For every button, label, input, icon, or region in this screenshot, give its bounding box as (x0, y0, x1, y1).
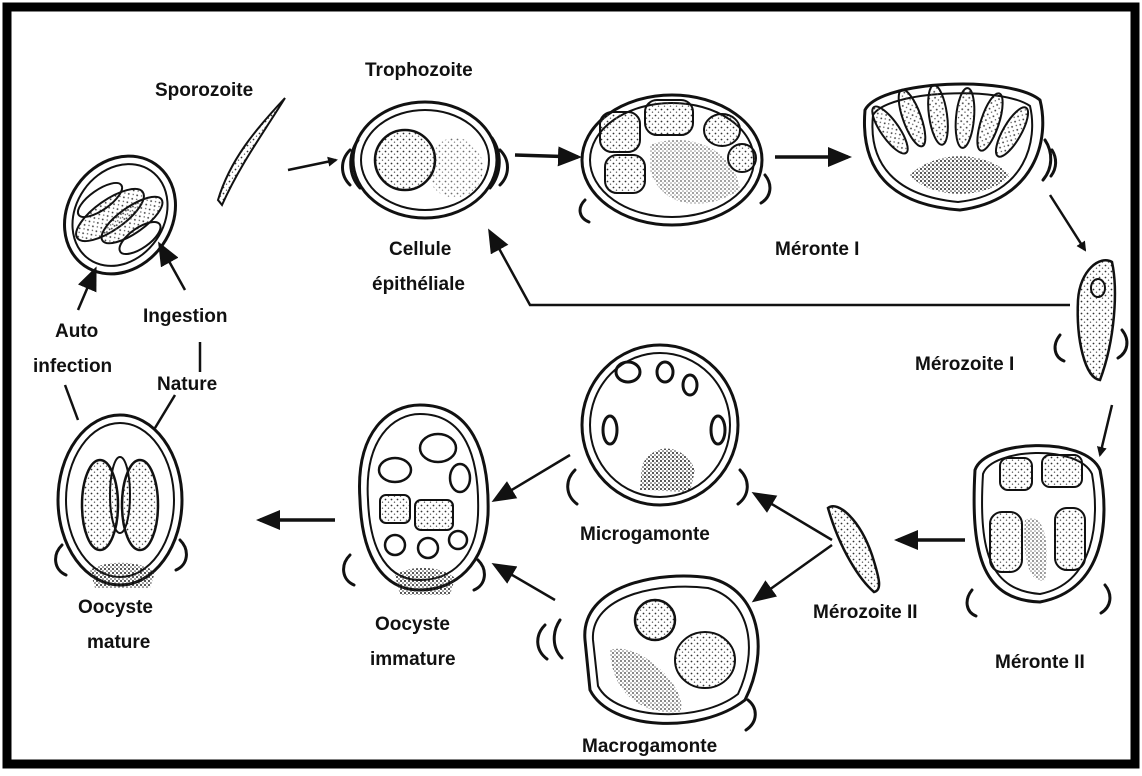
label-macrogamonte: Macrogamonte (582, 736, 717, 757)
microgamonte-cell (568, 345, 748, 505)
trophozoite-cell (343, 102, 508, 218)
arrow-auto-infection (78, 270, 95, 310)
label-epitheliale: épithéliale (372, 274, 465, 295)
oocyste-immature-cell (344, 405, 489, 595)
label-oocyste-mature-1: Oocyste (78, 597, 153, 618)
label-sporozoite: Sporozoite (155, 80, 253, 101)
arrow-meronte-1-to-merozoite-1 (1050, 195, 1085, 250)
label-infection: infection (33, 356, 112, 377)
meronte-early-cell (580, 95, 770, 225)
merozoite-1-cell (1055, 260, 1127, 380)
label-meronte-2: Méronte II (995, 652, 1085, 673)
label-microgamonte: Microgamonte (580, 524, 710, 545)
label-oocyste-immature-1: Oocyste (375, 614, 450, 635)
meronte-1-cell (864, 84, 1055, 210)
nature-oocyst-leader (155, 395, 175, 428)
macrogamonte-cell (538, 576, 758, 730)
arrow-merozoite-2-to-microgamonte (755, 494, 832, 540)
arrow-macrogamonte-to-oocyste (495, 565, 555, 600)
oocyste-mature-cell (56, 415, 187, 588)
label-oocyste-immature-2: immature (370, 649, 456, 670)
arrow-microgamonte-to-oocyste (495, 455, 570, 500)
arrow-merozoite-1-to-meronte-2 (1100, 405, 1112, 455)
label-meronte-1: Méronte I (775, 239, 859, 260)
label-merozoite-1: Mérozoite I (915, 354, 1014, 375)
arrow-merozoite-2-to-macrogamonte (755, 545, 832, 600)
meronte-2-cell (967, 446, 1110, 616)
arrow-sporozoite-to-trophozoite (288, 160, 336, 170)
label-ingestion: Ingestion (143, 306, 227, 327)
label-nature: Nature (157, 374, 217, 395)
arrow-trophozoite-to-meronte (515, 155, 578, 157)
label-trophozoite: Trophozoite (365, 60, 473, 81)
sporozoite-cell (218, 98, 285, 205)
label-merozoite-2: Mérozoite II (813, 602, 918, 623)
merozoite-2-cell (828, 506, 879, 592)
arrow-ingestion (160, 245, 185, 290)
auto-infection-leader (65, 385, 78, 420)
label-cellule: Cellule (389, 239, 451, 260)
label-oocyste-mature-2: mature (87, 632, 150, 653)
label-auto: Auto (55, 321, 98, 342)
